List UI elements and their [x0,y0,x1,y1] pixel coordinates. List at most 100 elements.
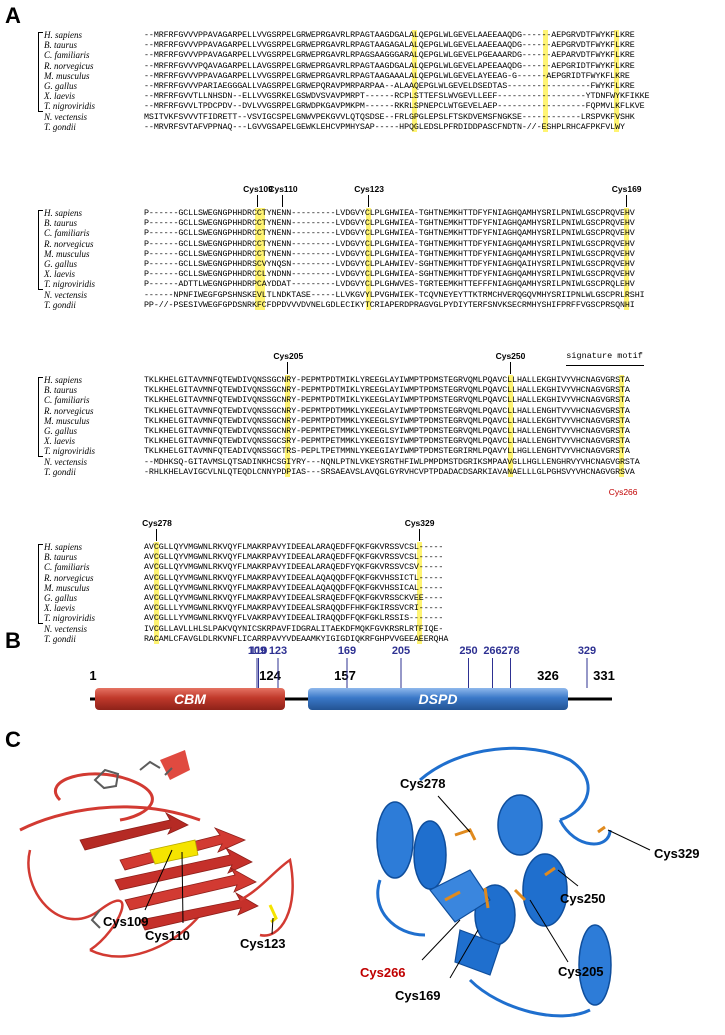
sequence-text: TKLKHELGITAVMNFQTEWDIVQNSSGCNRY-PEPMTPDT… [144,375,630,385]
species-name: N. vectensis [44,456,87,467]
sequence-text: P------GCLLSWEGNGPHHDRCCLYNDNN---------L… [144,269,635,280]
sequence-text: ------NPNFIWEGFGPSHNSKEVLTLNDKTASE-----L… [144,289,645,300]
sequence-text: PP-//-PSESIVWEGFGPDSNRKFCFDPDVVVDVNELGDL… [144,299,635,310]
sequence-text: AVCGLLLYVMGWNLRKVQYFLVAKRPAVYIDEEALIRAQQ… [144,613,444,624]
dspd-start: 157 [334,668,356,683]
species-name: B. taurus [44,385,78,396]
cysteine-column-highlight [623,208,629,310]
panel-label-c: C [5,727,21,752]
cys-position-label: 329 [578,645,596,657]
alignment-cys-label: Cys110 [268,184,298,194]
species-name: G. gallus [44,592,78,603]
species-name: T. nigroviridis [44,279,96,290]
position-end: 331 [593,668,615,683]
cysteine-column-highlight [416,542,422,644]
dspd-label-cys278: Cys278 [400,776,446,791]
panel-label-a: A [5,3,21,28]
species-name: M. musculus [44,70,90,81]
label-leader [287,362,289,374]
alignment-cys-label: Cys250 [495,351,526,361]
cysteine-column-highlight [542,30,548,132]
species-bracket [38,377,43,457]
sequence-text: AVCGLLLYVMGWNLRKVQYFLMAKRPAVYIDEEALSRAQQ… [144,603,444,614]
cysteine-column-highlight [411,30,417,132]
sequence-text: TKLKHELGITAVMNFQTEWDIVQNSSGCSRY-PEPMTPET… [144,436,630,447]
label-leader [509,362,511,374]
species-name: T. gondii [44,633,76,644]
species-name: N. vectensis [44,289,87,300]
alignment-cys-label: Cys329 [404,518,435,528]
panel-label-b: B [5,628,21,653]
species-name: C. familiaris [44,228,90,239]
dspd-label-cys169: Cys169 [395,988,441,1003]
species-name: H. sapiens [44,30,82,40]
sequence-text: IVCGLLAVLLHLSLPAKVQYNICSKRPAVFIDGRALITAE… [144,623,444,634]
cbm-label: CBM [174,691,206,707]
species-name: G. gallus [44,258,78,269]
species-name: B. taurus [44,552,78,563]
species-name: H. sapiens [44,542,82,552]
label-leader [418,529,420,541]
species-name: B. taurus [44,40,78,51]
sequence-text: --MRFRFGVVVPQAVAGARPELLAVGSRPELGRWEPRGAV… [144,60,635,71]
species-bracket [38,544,43,624]
cbm-label-cys123: Cys123 [240,936,286,951]
sequence-text: AVCGLLQYVMGWNLRKVQYFLMAKRPAVYIDEEALARAQE… [144,542,444,552]
sequence-text: --MRFRFGVVLTPDCPDV--DVLVVGSRPELGRWDPKGAV… [144,101,645,112]
sequence-text: --MRFRFGVVVPPAVAGARPELLVVGSRPELGRWEPRGAV… [144,50,635,61]
sequence-text: AVCGLLQYVMGWNLRKVQYFLMAKRPAVYIDEEALARAQE… [144,562,444,573]
dspd-domain [308,688,568,710]
sequence-text: --MRFRFGVVVPPAVAGARPELLVVGSRPELGRWEPRGAV… [144,30,635,40]
signature-motif-bar [566,365,645,366]
sequence-text: AVCGLLQYVMGWNLRKVQYFLMAKRPAVYIDEEALAQAQQ… [144,572,444,583]
sequence-text: RACAMLCFAVGLDLRKVNFLICARRPAVYVDEAAMKYIGI… [144,633,449,644]
cys-position-label: 123 [269,645,287,657]
cbm-label-cys110: Cys110 [145,928,190,943]
dspd-structure [376,746,612,1018]
dspd-label-cys250: Cys250 [560,891,606,906]
alignment-cys-label: Cys266 [608,487,638,497]
species-name: G. gallus [44,80,78,91]
label-leader [368,195,370,207]
dspd-end: 326 [537,668,559,683]
sequence-text: P------GCLLSWEGNGPHHDRCCTYNENN---------L… [144,248,635,259]
sequence-text: --MDHKSQ-GITAVMSLQTSADINKHCSGIYRY---NQNL… [144,456,640,467]
species-name: H. sapiens [44,208,82,218]
alignment-cys-label: Cys169 [611,184,642,194]
sequence-text: --MRFRFGVVVPPAVAGARPELLVVGSRPELGRWEPRGAV… [144,40,635,51]
cys-position-label: 109 [248,645,266,657]
species-name: R. norvegicus [44,60,94,71]
cys-position-label: 266 [483,645,501,657]
species-name: R. norvegicus [44,572,94,583]
species-bracket [38,32,43,112]
sequence-text: --MRFRFGVVVPARIAEGGGALLVAGSRPELGRWEPQRAV… [144,80,635,91]
sequence-text: MSITVKFSVVVTFIDRETT--VSVIGCSPELGNWVPEKGV… [144,111,635,122]
cysteine-column-highlight [255,208,261,310]
species-name: N. vectensis [44,623,87,634]
sequence-text: TKLKHELGITAVMNFQTEWDIVQNSSGCNRY-PEPMTPDT… [144,395,630,406]
species-name: C. familiaris [44,395,90,406]
alignment-cys-label: Cys123 [354,184,384,194]
sequence-text: --MRFRFGVVTLLNHSDN--ELLVVGSRKELGSWDVSVAV… [144,91,650,102]
sequence-text: TKLKHELGITAVMNFQTEWDIVQNSSGCNRY-PEPMTPDT… [144,385,630,396]
dspd-label: DSPD [419,691,458,707]
cys-position-label: 278 [501,645,519,657]
label-leader [257,195,259,207]
sequence-text: --MRVRFSVTAFVPPNAQ---LGVVGSAPELGEWKLEHCV… [144,121,625,132]
species-name: N. vectensis [44,111,87,122]
cysteine-column-highlight [366,208,372,310]
species-name: C. familiaris [44,562,90,573]
cysteine-column-highlight [260,208,266,310]
cbm-end: 124 [259,668,281,683]
dspd-label-cys329: Cys329 [654,846,700,861]
cysteine-column-highlight [154,542,160,644]
species-name: T. gondii [44,466,76,477]
sequence-text: -RHLKHELAVIGCVLNLQTEQDLCNNYPDPIAS---SRSA… [144,466,635,477]
species-name: X. laevis [44,91,75,102]
sequence-text: P------GCLLSWEGNGPHHDRCCTYNENN---------L… [144,238,635,249]
species-name: M. musculus [44,415,90,426]
sequence-text: TKLKHELGITAVMNFQTEADIVQNSSGCTRS-PEPLTPET… [144,446,630,457]
sequence-text: P------ADTTLWEGNGPHHDRPCAYDDAT---------L… [144,279,635,290]
species-name: T. nigroviridis [44,613,96,624]
